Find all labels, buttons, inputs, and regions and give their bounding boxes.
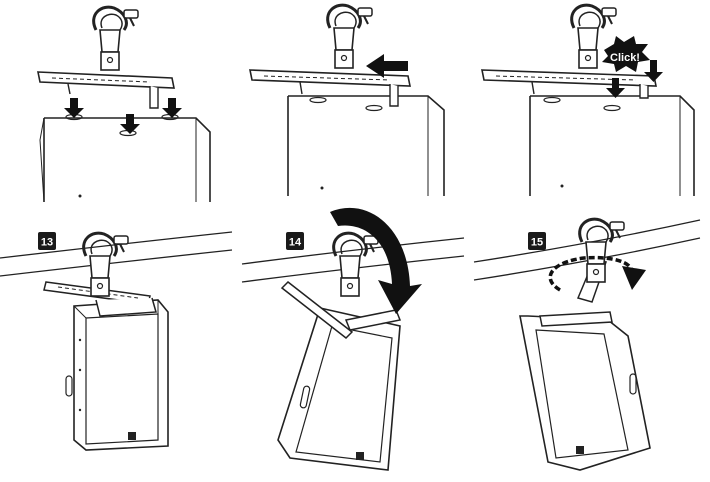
step-badge-13: 13 <box>38 232 56 250</box>
clamp-icon <box>580 219 624 282</box>
step-badge-15: 15 <box>528 232 546 250</box>
panel-slide-bracket <box>250 5 444 196</box>
click-label: Click! <box>610 52 640 64</box>
mounting-bracket-2 <box>250 70 410 106</box>
panel-step-13: 13 <box>0 232 232 450</box>
panel-attach-bracket <box>38 7 210 202</box>
mounting-bracket-1 <box>38 72 174 108</box>
panel-step-14: 14 <box>242 208 464 470</box>
speaker-top-3 <box>530 96 694 196</box>
speaker-top-2 <box>288 96 444 196</box>
clamp-icon <box>94 7 138 70</box>
panel-click-lock: Click! <box>482 5 694 196</box>
svg-text:15: 15 <box>531 237 543 249</box>
speaker-hanging-3 <box>520 316 650 470</box>
clamp-icon <box>334 233 378 296</box>
svg-text:14: 14 <box>289 237 302 249</box>
speaker-hanging-1 <box>66 300 168 450</box>
clamp-icon <box>84 233 128 296</box>
panel-step-15: 15 <box>474 219 700 470</box>
svg-text:13: 13 <box>41 237 53 249</box>
step-badge-14: 14 <box>286 232 304 250</box>
clamp-icon <box>328 5 372 68</box>
mounting-bracket-3 <box>482 70 656 98</box>
